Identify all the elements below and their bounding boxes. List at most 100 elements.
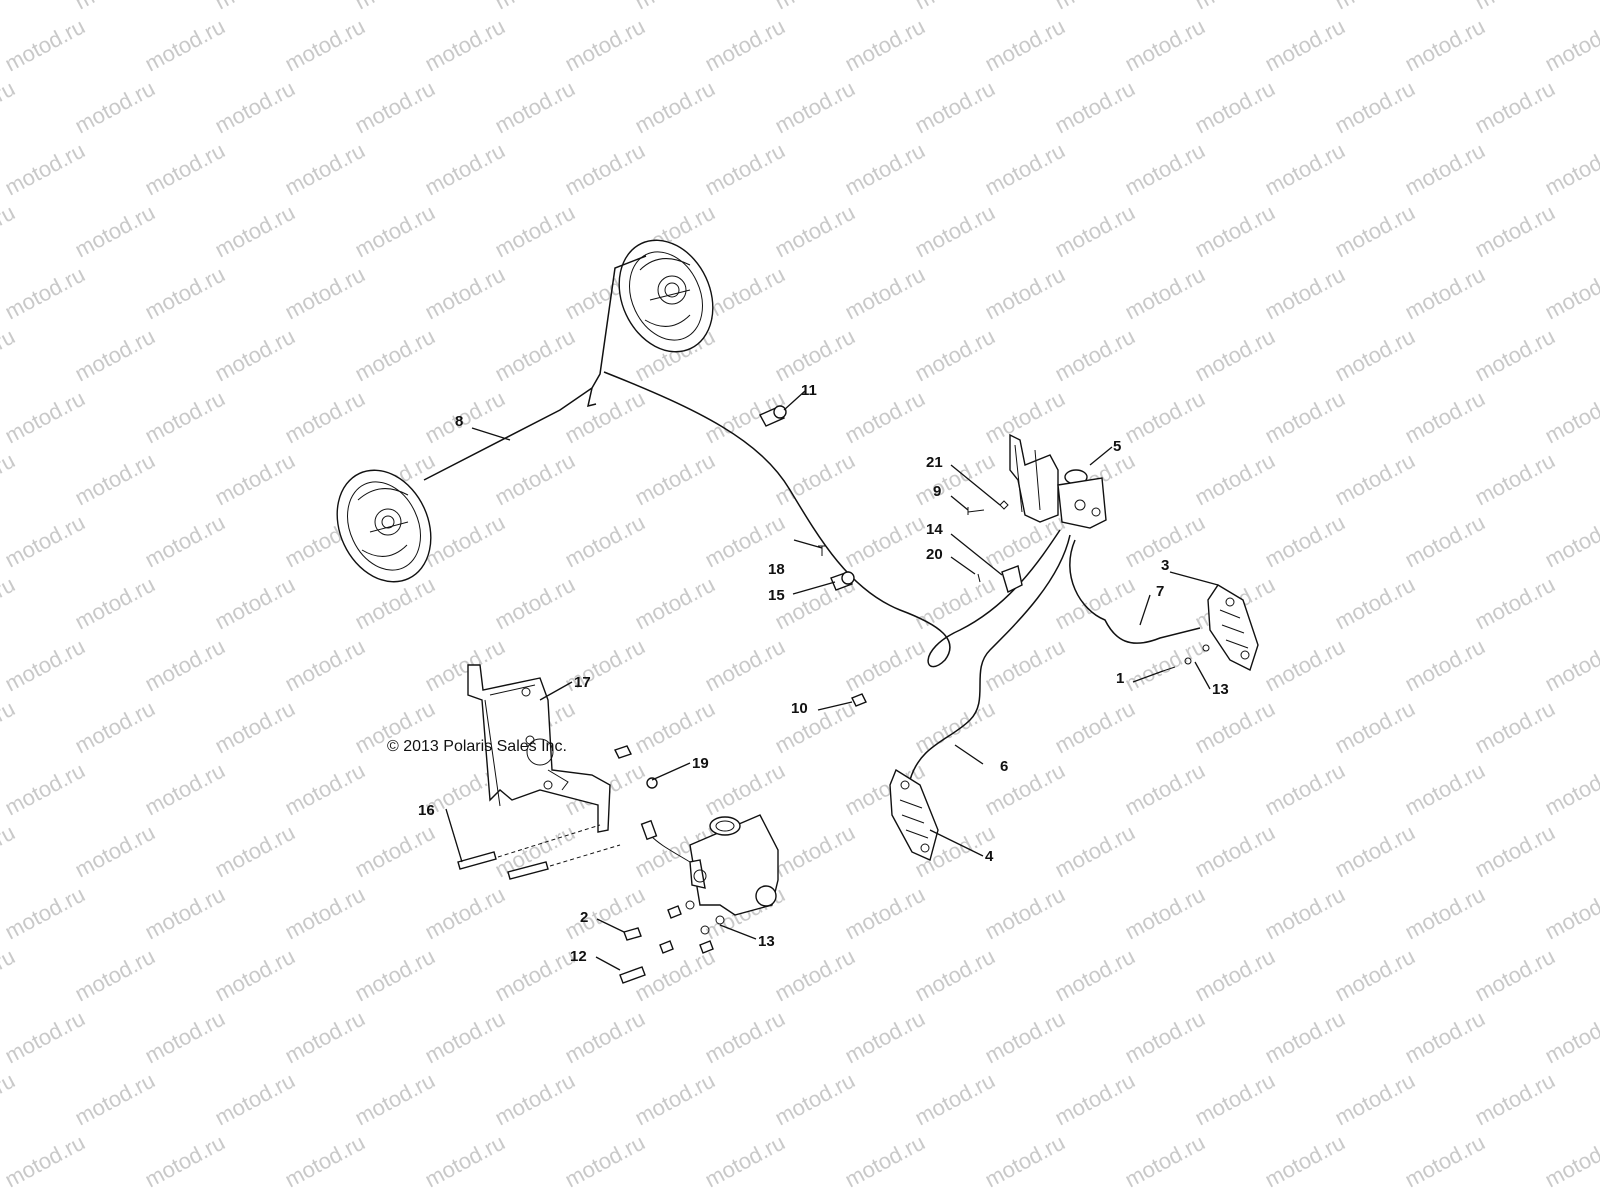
watermark-text: motod.ru [421, 882, 509, 945]
watermark-text: motod.ru [1331, 324, 1419, 387]
watermark-text: motod.ru [491, 0, 579, 14]
watermark-text: motod.ru [281, 882, 369, 945]
watermark-text: motod.ru [1191, 76, 1279, 139]
watermark-text: motod.ru [1331, 0, 1419, 14]
watermark-text: motod.ru [1541, 882, 1600, 945]
callout-15: 15 [768, 587, 785, 604]
watermark-text: motod.ru [1051, 572, 1139, 635]
watermark-text: motod.ru [211, 76, 299, 139]
watermark-text: motod.ru [1, 1006, 89, 1069]
watermark-text: motod.ru [0, 200, 19, 263]
watermark-text: motod.ru [1401, 1006, 1489, 1069]
callout-11: 11 [801, 382, 817, 399]
watermark-text: motod.ru [1, 1130, 89, 1193]
watermark-text: motod.ru [631, 1068, 719, 1131]
watermark-text: motod.ru [1401, 262, 1489, 325]
callout-16: 16 [418, 802, 435, 819]
watermark-text: motod.ru [1401, 882, 1489, 945]
watermark-text: motod.ru [421, 1006, 509, 1069]
watermark-text: motod.ru [491, 200, 579, 263]
watermark-text: motod.ru [631, 448, 719, 511]
watermark-text: motod.ru [771, 944, 859, 1007]
watermark-text: motod.ru [1471, 200, 1559, 263]
watermark-text: motod.ru [0, 1068, 19, 1131]
watermark-text: motod.ru [1051, 76, 1139, 139]
watermark-text: motod.ru [281, 138, 369, 201]
watermark-text: motod.ru [491, 572, 579, 635]
watermark-text: motod.ru [1471, 448, 1559, 511]
watermark-text: motod.ru [561, 510, 649, 573]
leader-lines [445, 390, 1219, 971]
watermark-text: motod.ru [631, 696, 719, 759]
watermark-text: motod.ru [1121, 1130, 1209, 1193]
watermark-text: motod.ru [211, 1068, 299, 1131]
watermark-text: motod.ru [1, 882, 89, 945]
watermark-text: motod.ru [1401, 138, 1489, 201]
watermark-text: motod.ru [1261, 1130, 1349, 1193]
watermark-text: motod.ru [71, 448, 159, 511]
watermark-text: motod.ru [771, 200, 859, 263]
watermark-text: motod.ru [1401, 634, 1489, 697]
watermark-text: motod.ru [1051, 820, 1139, 883]
watermark-text: motod.ru [911, 944, 999, 1007]
watermark-text: motod.ru [1121, 758, 1209, 821]
watermark-text: motod.ru [981, 138, 1069, 201]
watermark-text: motod.ru [1051, 696, 1139, 759]
watermark-text: motod.ru [211, 200, 299, 263]
watermark-text: motod.ru [701, 1006, 789, 1069]
watermark-text: motod.ru [771, 324, 859, 387]
watermark-text: motod.ru [1, 386, 89, 449]
watermark-text: motod.ru [841, 882, 929, 945]
watermark-text: motod.ru [0, 696, 19, 759]
watermark-text: motod.ru [1191, 324, 1279, 387]
watermark-text: motod.ru [771, 696, 859, 759]
callout-12: 12 [570, 948, 587, 965]
watermark-text: motod.ru [701, 14, 789, 77]
watermark-text: motod.ru [1331, 1068, 1419, 1131]
watermark-text: motod.ru [71, 572, 159, 635]
callout-21: 21 [926, 454, 943, 471]
watermark-text: motod.ru [841, 14, 929, 77]
watermark-text: motod.ru [1121, 138, 1209, 201]
watermark-text: motod.ru [491, 324, 579, 387]
callout-labels: 1 2 3 4 5 6 7 8 9 10 11 12 13 13 14 15 1… [418, 382, 1229, 965]
watermark-text: motod.ru [491, 448, 579, 511]
callout-3: 3 [1161, 557, 1169, 574]
watermark-text: motod.ru [1051, 200, 1139, 263]
watermark-text: motod.ru [981, 882, 1069, 945]
watermark-text: motod.ru [71, 0, 159, 14]
watermark-text: motod.ru [981, 14, 1069, 77]
watermark-text: motod.ru [211, 944, 299, 1007]
watermark-text: motod.ru [911, 696, 999, 759]
callout-14: 14 [926, 521, 943, 538]
watermark-text: motod.ru [1051, 0, 1139, 14]
watermark-text: motod.ru [141, 14, 229, 77]
watermark-text: motod.ru [981, 262, 1069, 325]
callout-6: 6 [1000, 758, 1008, 775]
watermark-text: motod.ru [71, 1068, 159, 1131]
callout-5: 5 [1113, 438, 1121, 455]
watermark-text: motod.ru [351, 944, 439, 1007]
watermark-text: motod.ru [71, 200, 159, 263]
brake-caliper-3 [1207, 584, 1259, 671]
watermark-text: motod.ru [1261, 262, 1349, 325]
watermark-text: motod.ru [1541, 1130, 1600, 1193]
callout-17: 17 [574, 674, 591, 691]
copyright-notice: © 2013 Polaris Sales Inc. [387, 738, 567, 755]
watermark-text: motod.ru [71, 944, 159, 1007]
watermark-text: motod.ru [771, 0, 859, 14]
watermark-text: motod.ru [211, 696, 299, 759]
watermark-text: motod.ru [1541, 138, 1600, 201]
watermark-text: motod.ru [141, 634, 229, 697]
watermark-text: motod.ru [211, 820, 299, 883]
watermark-text: motod.ru [561, 386, 649, 449]
watermark-text: motod.ru [1401, 758, 1489, 821]
watermark-text: motod.ru [1541, 510, 1600, 573]
watermark-text: motod.ru [911, 572, 999, 635]
watermark-text: motod.ru [1, 758, 89, 821]
watermark-text: motod.ru [1121, 14, 1209, 77]
watermark-text: motod.ru [981, 1130, 1069, 1193]
watermark-text: motod.ru [1051, 324, 1139, 387]
watermark-text: motod.ru [1121, 882, 1209, 945]
watermark-text: motod.ru [1401, 14, 1489, 77]
